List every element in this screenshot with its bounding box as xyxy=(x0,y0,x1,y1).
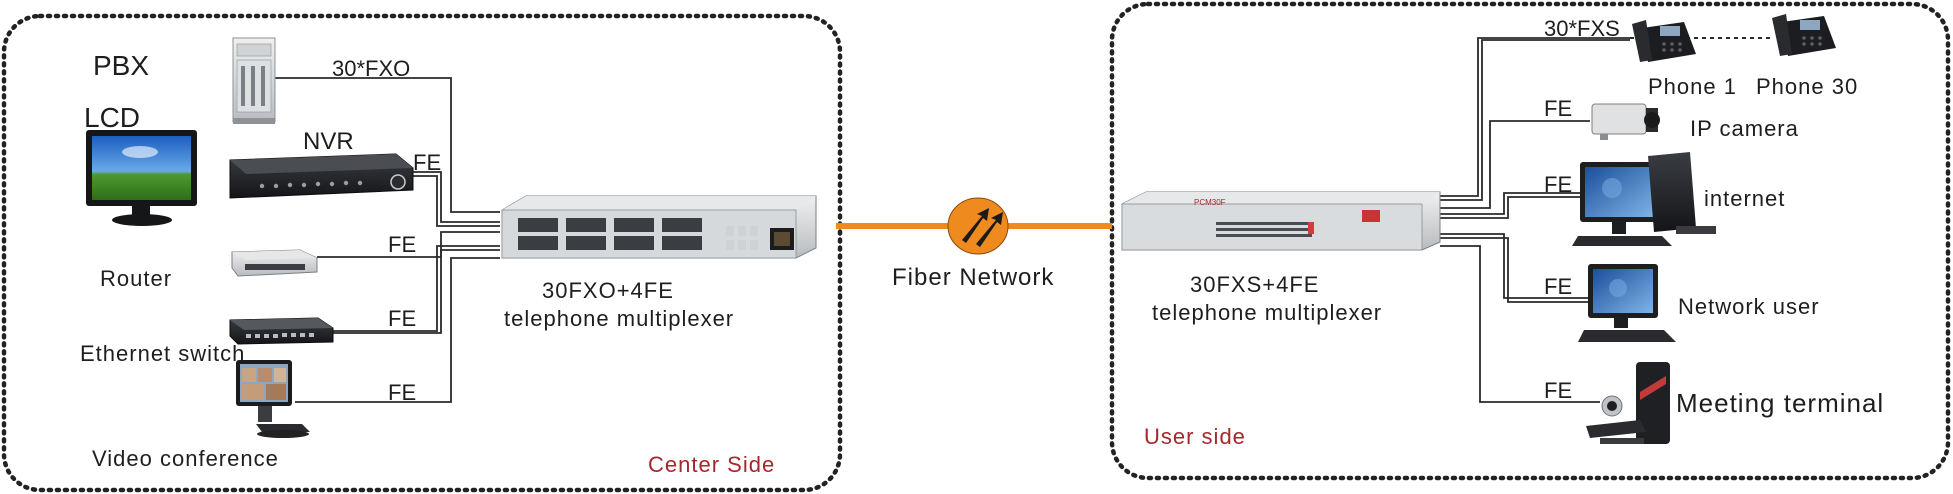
phone-1-label: Phone 1 xyxy=(1648,74,1737,99)
meeting-terminal-label: Meeting terminal xyxy=(1676,388,1885,418)
fiber-network-label: Fiber Network xyxy=(892,264,1055,291)
user-side-label: User side xyxy=(1144,424,1246,449)
fe-label-router: FE xyxy=(388,232,417,257)
center-side-frame xyxy=(1,13,843,493)
network-user-label: Network user xyxy=(1678,294,1820,319)
center-wiring xyxy=(275,77,500,403)
pbx-label: PBX xyxy=(93,50,150,81)
user-mux-name: telephone multiplexer xyxy=(1152,300,1383,325)
fe-label-switch: FE xyxy=(388,306,417,331)
video-conference-icon xyxy=(236,360,310,438)
user-multiplexer-device xyxy=(1121,191,1441,251)
center-side-label: Center Side xyxy=(648,452,776,477)
pbx-cabinet-icon xyxy=(232,37,276,124)
router-icon xyxy=(231,249,318,277)
user-mux-badge: PCM30F xyxy=(1194,198,1226,207)
ip-camera-icon xyxy=(1591,103,1660,140)
ethernet-switch-label: Ethernet switch xyxy=(80,341,246,366)
phone-1-icon xyxy=(1632,20,1696,62)
phone-30-label: Phone 30 xyxy=(1756,74,1859,99)
fiber-network-icon xyxy=(947,197,1009,255)
fe-label-meeting: FE xyxy=(1544,378,1573,403)
phone-30-icon xyxy=(1772,14,1836,56)
user-wiring xyxy=(1440,37,1630,403)
user-mux-model: 30FXS+4FE xyxy=(1190,272,1320,297)
internet-label: internet xyxy=(1704,186,1786,211)
ip-camera-label: IP camera xyxy=(1690,116,1799,141)
lcd-label: LCD xyxy=(84,102,141,133)
nvr-label: NVR xyxy=(303,128,354,155)
fe-label-network-user: FE xyxy=(1544,274,1573,299)
router-label: Router xyxy=(100,266,173,291)
fe-label-camera: FE xyxy=(1544,96,1573,121)
fxo-link-label: 30*FXO xyxy=(332,56,411,81)
network-user-pc-icon xyxy=(1578,264,1676,342)
fe-label-video: FE xyxy=(388,380,417,405)
center-mux-model: 30FXO+4FE xyxy=(542,278,674,303)
fe-label-internet: FE xyxy=(1544,172,1573,197)
fxs-link-label: 30*FXS xyxy=(1544,16,1620,41)
video-conference-label: Video conference xyxy=(92,446,279,471)
center-multiplexer-device xyxy=(501,195,817,259)
lcd-monitor-icon xyxy=(86,130,197,226)
nvr-icon xyxy=(229,153,414,199)
user-side-frame xyxy=(1109,1,1951,481)
fe-label-nvr: FE xyxy=(413,150,442,175)
ethernet-switch-icon xyxy=(229,317,334,345)
internet-pc-icon xyxy=(1572,152,1716,246)
meeting-terminal-icon xyxy=(1586,362,1670,444)
center-mux-name: telephone multiplexer xyxy=(504,306,735,331)
